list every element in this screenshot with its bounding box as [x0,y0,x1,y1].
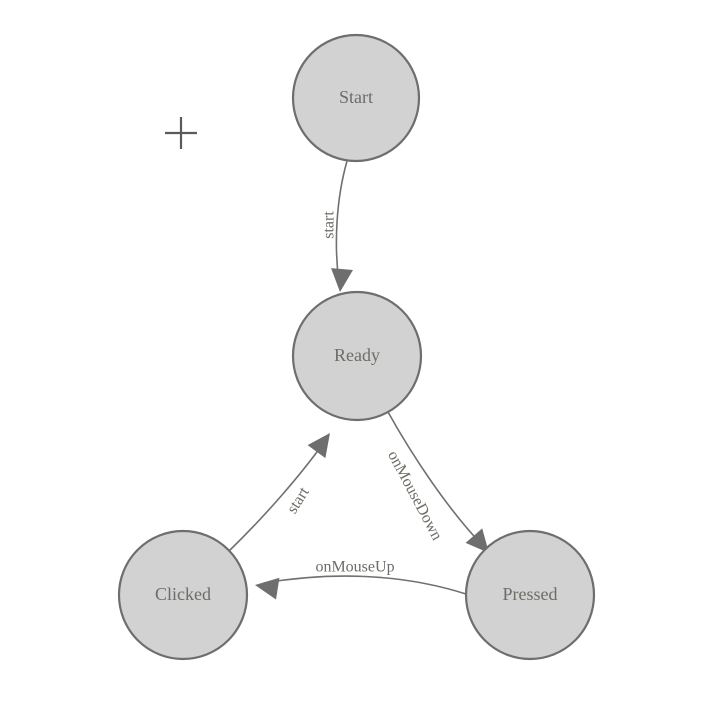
state-node-pressed[interactable]: Pressed [464,529,596,661]
node-circle[interactable] [291,290,423,422]
node-label: Ready [334,345,380,365]
node-label: Pressed [503,584,558,604]
edge-line [228,440,326,552]
edge-pressed-to-clicked[interactable]: onMouseUp [253,559,467,600]
edge-line [387,411,486,549]
edge-label: onMouseUp [315,559,394,576]
arrow-head-icon [465,528,489,553]
state-node-ready[interactable]: Ready [291,290,423,422]
overlay-layer [165,117,197,149]
edge-clicked-to-ready[interactable]: start [228,427,339,552]
state-node-start[interactable]: Start [291,33,421,163]
edge-line [335,160,348,284]
arrow-head-icon [307,433,330,459]
state-node-clicked[interactable]: Clicked [117,529,249,661]
crosshair-marker-icon [165,117,197,149]
node-circle[interactable] [117,529,249,661]
node-circle[interactable] [291,33,421,163]
arrow-head-icon [255,577,280,600]
node-label: Start [339,87,373,107]
edge-ready-to-pressed[interactable]: onMouseDown [384,411,497,560]
node-circle[interactable] [464,529,596,661]
edge-line [263,575,467,595]
edge-start-to-ready[interactable]: start [321,160,353,293]
arrow-head-icon [331,268,353,292]
node-label: Clicked [155,584,211,604]
edge-label: onMouseDown [384,448,445,543]
edge-label: start [321,211,338,239]
